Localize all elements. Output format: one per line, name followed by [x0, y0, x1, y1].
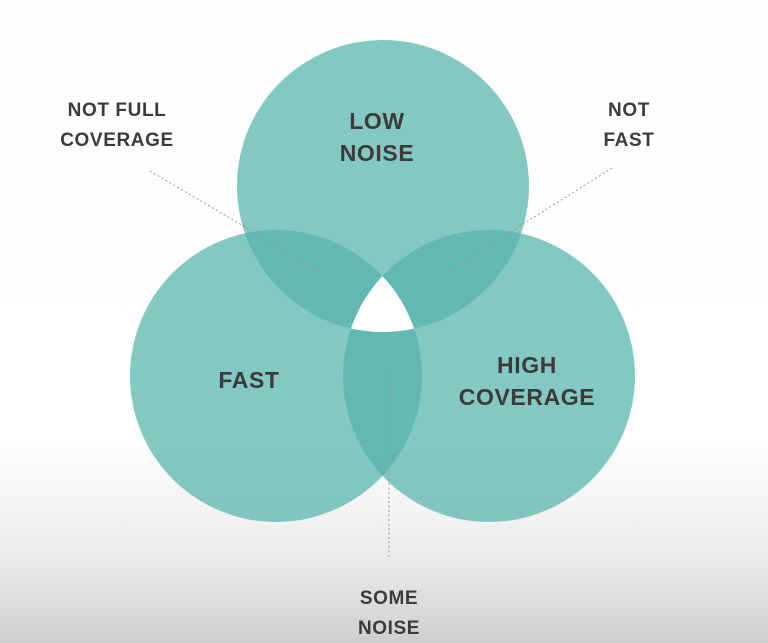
label-line: NOISE: [357, 618, 421, 639]
circle-high-coverage: [343, 230, 635, 522]
label-line: HIGH: [497, 352, 557, 378]
circle-fast: [130, 230, 422, 522]
circle-label-low-noise: LOW NOISE: [340, 105, 415, 169]
callout-label-some-noise: SOME NOISE: [358, 584, 420, 643]
label-line: FAST: [603, 130, 655, 151]
leader-line-not-fast: [446, 167, 613, 273]
circle-label-fast: FAST: [218, 364, 279, 396]
label-line: COVERAGE: [60, 130, 174, 151]
callout-label-not-fast: NOT FAST: [604, 96, 655, 156]
label-line: LOW: [349, 108, 405, 134]
leader-line-not-full-coverage: [149, 170, 319, 271]
center-gap-shape: [350, 276, 415, 332]
label-line: SOME: [359, 588, 419, 609]
callout-label-not-full-coverage: NOT FULL COVERAGE: [60, 96, 174, 156]
circle-label-high-coverage: HIGH COVERAGE: [459, 349, 595, 413]
label-line: NOT: [608, 100, 650, 121]
label-line: COVERAGE: [458, 384, 596, 410]
label-line: NOT FULL: [67, 100, 167, 121]
label-line: FAST: [218, 367, 280, 393]
label-line: NOISE: [339, 140, 415, 166]
